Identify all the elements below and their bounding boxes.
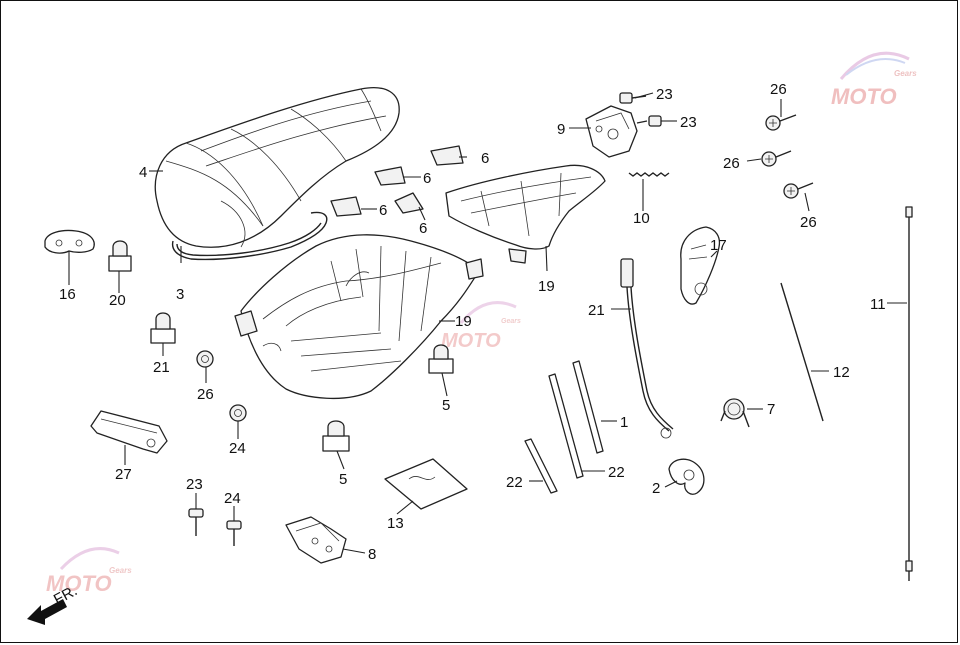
watermark-sub-text: Gears	[109, 566, 132, 575]
watermark-sub-text: Gears	[501, 318, 521, 325]
callout-label: 12	[833, 364, 850, 381]
callout-label: 19	[455, 313, 472, 330]
callout-label: 21	[588, 302, 605, 319]
part-damper-5-b	[322, 420, 350, 452]
part-lock-cover	[680, 226, 721, 305]
part-seat-pad-1	[430, 145, 464, 166]
watermark-main-text: MOTO	[831, 84, 897, 109]
part-cable-11	[905, 206, 913, 581]
callout-label: 22	[608, 464, 625, 481]
part-seat-pad-2	[374, 166, 406, 186]
callout-label: 11	[870, 296, 886, 313]
callout-label: 22	[506, 474, 523, 491]
watermark-logo-top-right: MOTO Gears	[831, 51, 917, 109]
part-return-spring	[628, 172, 670, 177]
callout-label: 26	[197, 386, 214, 403]
callout-label: 23	[656, 86, 673, 103]
part-screw-26-a	[765, 114, 797, 131]
part-inner-cover	[445, 164, 606, 264]
callout-label: 21	[153, 359, 170, 376]
part-screw-26-c	[783, 182, 814, 199]
part-rubber-stopper-19-a	[108, 240, 132, 272]
callout-label: 17	[710, 237, 727, 254]
part-hinge	[285, 516, 347, 564]
arrow-icon	[27, 599, 67, 625]
callout-label: 23	[186, 476, 203, 493]
part-nut-24-b	[229, 404, 247, 422]
callout-label: 24	[224, 490, 241, 507]
callout-label: 10	[633, 210, 650, 227]
callout-label: 6	[481, 150, 489, 167]
part-seat-pad-4	[394, 192, 424, 214]
part-wire-12	[780, 282, 824, 422]
part-seat-lock	[585, 105, 638, 158]
watermark-logo-center: MOTO Gears	[441, 301, 521, 352]
part-bolt-22-a	[619, 92, 647, 104]
part-rod-21	[524, 438, 558, 494]
callout-label: 8	[368, 546, 376, 563]
callout-label: 9	[557, 121, 565, 138]
watermark-logo-bottom-left: MOTO Gears	[46, 547, 132, 596]
callout-label: 3	[176, 286, 184, 303]
watermark-main-text: MOTO	[441, 330, 501, 352]
callout-labels: 4 3 6 6 6 6 19 19 9 23 23 10 26 26 26 17…	[59, 81, 886, 563]
callout-label: 1	[620, 414, 628, 431]
watermark-sub-text: Gears	[894, 69, 917, 78]
part-hook	[44, 229, 95, 254]
part-seat-pad-3	[330, 196, 362, 217]
part-nut-24-a	[196, 350, 214, 368]
part-rod-1	[572, 360, 604, 454]
part-clamp	[668, 458, 705, 495]
part-owners-manual	[384, 458, 468, 510]
part-rod-20	[548, 373, 584, 479]
part-seat	[154, 87, 400, 248]
callout-label: 2	[652, 480, 660, 497]
leader-lines	[68, 92, 907, 554]
watermark-main-text: MOTO	[46, 571, 112, 596]
part-bolt-22-b	[636, 115, 662, 127]
callout-label: 26	[800, 214, 817, 231]
callout-label: 13	[387, 515, 404, 532]
part-screw-26-b	[761, 150, 792, 167]
callout-label: 16	[59, 286, 76, 303]
callout-label: 4	[139, 164, 147, 181]
part-bolt-23-b	[226, 520, 242, 546]
part-damper-5-a	[428, 344, 454, 374]
callout-label: 19	[538, 278, 555, 295]
callout-label: 7	[767, 401, 775, 418]
part-bracket	[90, 410, 168, 454]
callout-label: 5	[339, 471, 347, 488]
callout-label: 24	[229, 440, 246, 457]
part-bolt-23-a	[188, 508, 204, 536]
part-rubber-stopper-19-b	[150, 312, 176, 344]
part-seat-gasket	[171, 211, 328, 261]
callout-label: 6	[419, 220, 427, 237]
part-seat-lock-cable	[620, 258, 674, 439]
callout-label: 27	[115, 466, 132, 483]
callout-label: 5	[442, 397, 450, 414]
callout-label: 26	[770, 81, 787, 98]
part-torsion-spring	[720, 398, 750, 428]
callout-label: 6	[379, 202, 387, 219]
callout-label: 26	[723, 155, 740, 172]
callout-label: 23	[680, 114, 697, 131]
callout-label: 20	[109, 292, 126, 309]
callout-label: 6	[423, 170, 431, 187]
part-helmet-box	[234, 234, 484, 400]
